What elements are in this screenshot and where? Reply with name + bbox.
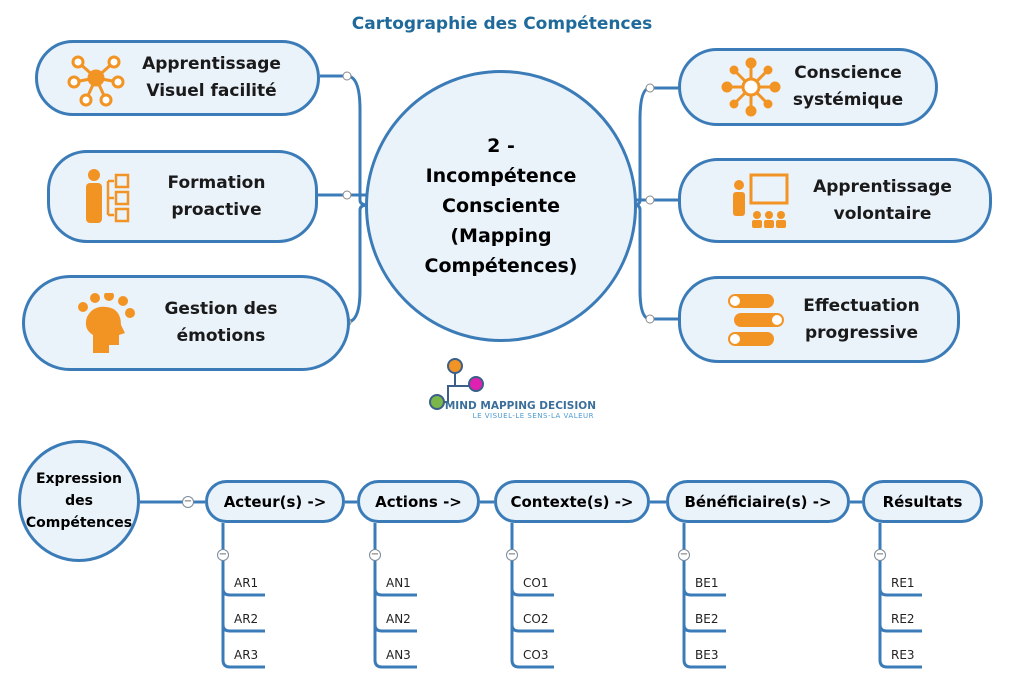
sub-item[interactable]: RE3 <box>891 648 915 662</box>
person-checklist-icon <box>86 168 130 223</box>
category-label: Actions -> <box>375 492 462 511</box>
subtree-line <box>373 523 417 669</box>
head-emotions-icon <box>78 293 135 353</box>
node-label: Conscience systémique <box>792 63 904 110</box>
central-node-label: 2 - Incompétence Consciente (Mapping Com… <box>424 135 578 277</box>
expression-node[interactable]: Expression des Compétences <box>18 440 140 562</box>
subtree-line <box>221 523 265 669</box>
node-label: Apprentissage Visuel facilité <box>142 54 281 101</box>
sub-item[interactable]: AR2 <box>234 612 259 626</box>
page-title: Cartographie des Compétences <box>351 14 653 34</box>
node-formation-proactive[interactable]: Formation proactive <box>47 150 318 243</box>
sub-item[interactable]: BE3 <box>695 648 719 662</box>
teacher-board-icon <box>733 173 789 228</box>
central-node[interactable]: 2 - Incompétence Consciente (Mapping Com… <box>365 70 637 342</box>
expression-label: Expression des Compétences <box>25 471 133 531</box>
sub-item[interactable]: CO3 <box>523 648 549 662</box>
collapse-toggle[interactable]: − <box>217 549 229 561</box>
logo-tagline: LE VISUEL-LE SENS-LA VALEUR <box>472 412 594 420</box>
subtree-line <box>878 523 922 669</box>
logo-graphic <box>429 358 484 410</box>
sub-item[interactable]: AN1 <box>386 576 411 590</box>
sub-item[interactable]: AR1 <box>234 576 259 590</box>
node-label: Apprentissage volontaire <box>813 176 952 224</box>
category-node[interactable]: Actions -> <box>357 480 480 523</box>
collapse-toggle[interactable]: − <box>369 549 381 561</box>
subtree-line <box>510 523 554 669</box>
node-apprentissage-volontaire[interactable]: Apprentissage volontaire <box>678 158 992 243</box>
logo-name: MIND MAPPING DECISION <box>444 400 596 412</box>
system-icon <box>721 57 781 117</box>
category-label: Résultats <box>882 492 963 511</box>
sub-item[interactable]: AN2 <box>386 612 411 626</box>
node-conscience-systemique[interactable]: Conscience systémique <box>678 48 938 126</box>
sub-item[interactable]: RE1 <box>891 576 915 590</box>
numbered-steps-icon <box>728 293 784 346</box>
category-node[interactable]: Acteur(s) -> <box>205 480 345 523</box>
category-label: Bénéficiaire(s) -> <box>684 492 832 511</box>
sub-item[interactable]: CO2 <box>523 612 549 626</box>
sub-item[interactable]: BE1 <box>695 576 719 590</box>
node-effectuation-progressive[interactable]: Effectuation progressive <box>678 276 960 363</box>
sub-item[interactable]: RE2 <box>891 612 915 626</box>
node-apprentissage-visuel[interactable]: Apprentissage Visuel facilité <box>35 40 320 116</box>
subtree-line <box>682 523 726 669</box>
category-node[interactable]: Résultats <box>862 480 983 523</box>
category-label: Contexte(s) -> <box>510 492 634 511</box>
category-node[interactable]: Bénéficiaire(s) -> <box>666 480 850 523</box>
node-label: Effectuation progressive <box>803 295 920 343</box>
node-gestion-emotions[interactable]: Gestion des émotions <box>22 275 350 371</box>
collapse-toggle[interactable]: − <box>506 549 518 561</box>
logo: MIND MAPPING DECISION LE VISUEL-LE SENS-… <box>426 400 606 420</box>
sub-item[interactable]: BE2 <box>695 612 719 626</box>
collapse-toggle[interactable]: − <box>182 496 194 508</box>
sub-item[interactable]: CO1 <box>523 576 549 590</box>
network-icon <box>67 55 125 107</box>
sub-item[interactable]: AR3 <box>234 648 259 662</box>
node-label: Formation proactive <box>167 172 266 220</box>
sub-item[interactable]: AN3 <box>386 648 411 662</box>
category-label: Acteur(s) -> <box>223 492 327 511</box>
collapse-toggle[interactable]: − <box>874 549 886 561</box>
collapse-toggle[interactable]: − <box>678 549 690 561</box>
category-node[interactable]: Contexte(s) -> <box>494 480 650 523</box>
node-label: Gestion des émotions <box>164 299 278 346</box>
